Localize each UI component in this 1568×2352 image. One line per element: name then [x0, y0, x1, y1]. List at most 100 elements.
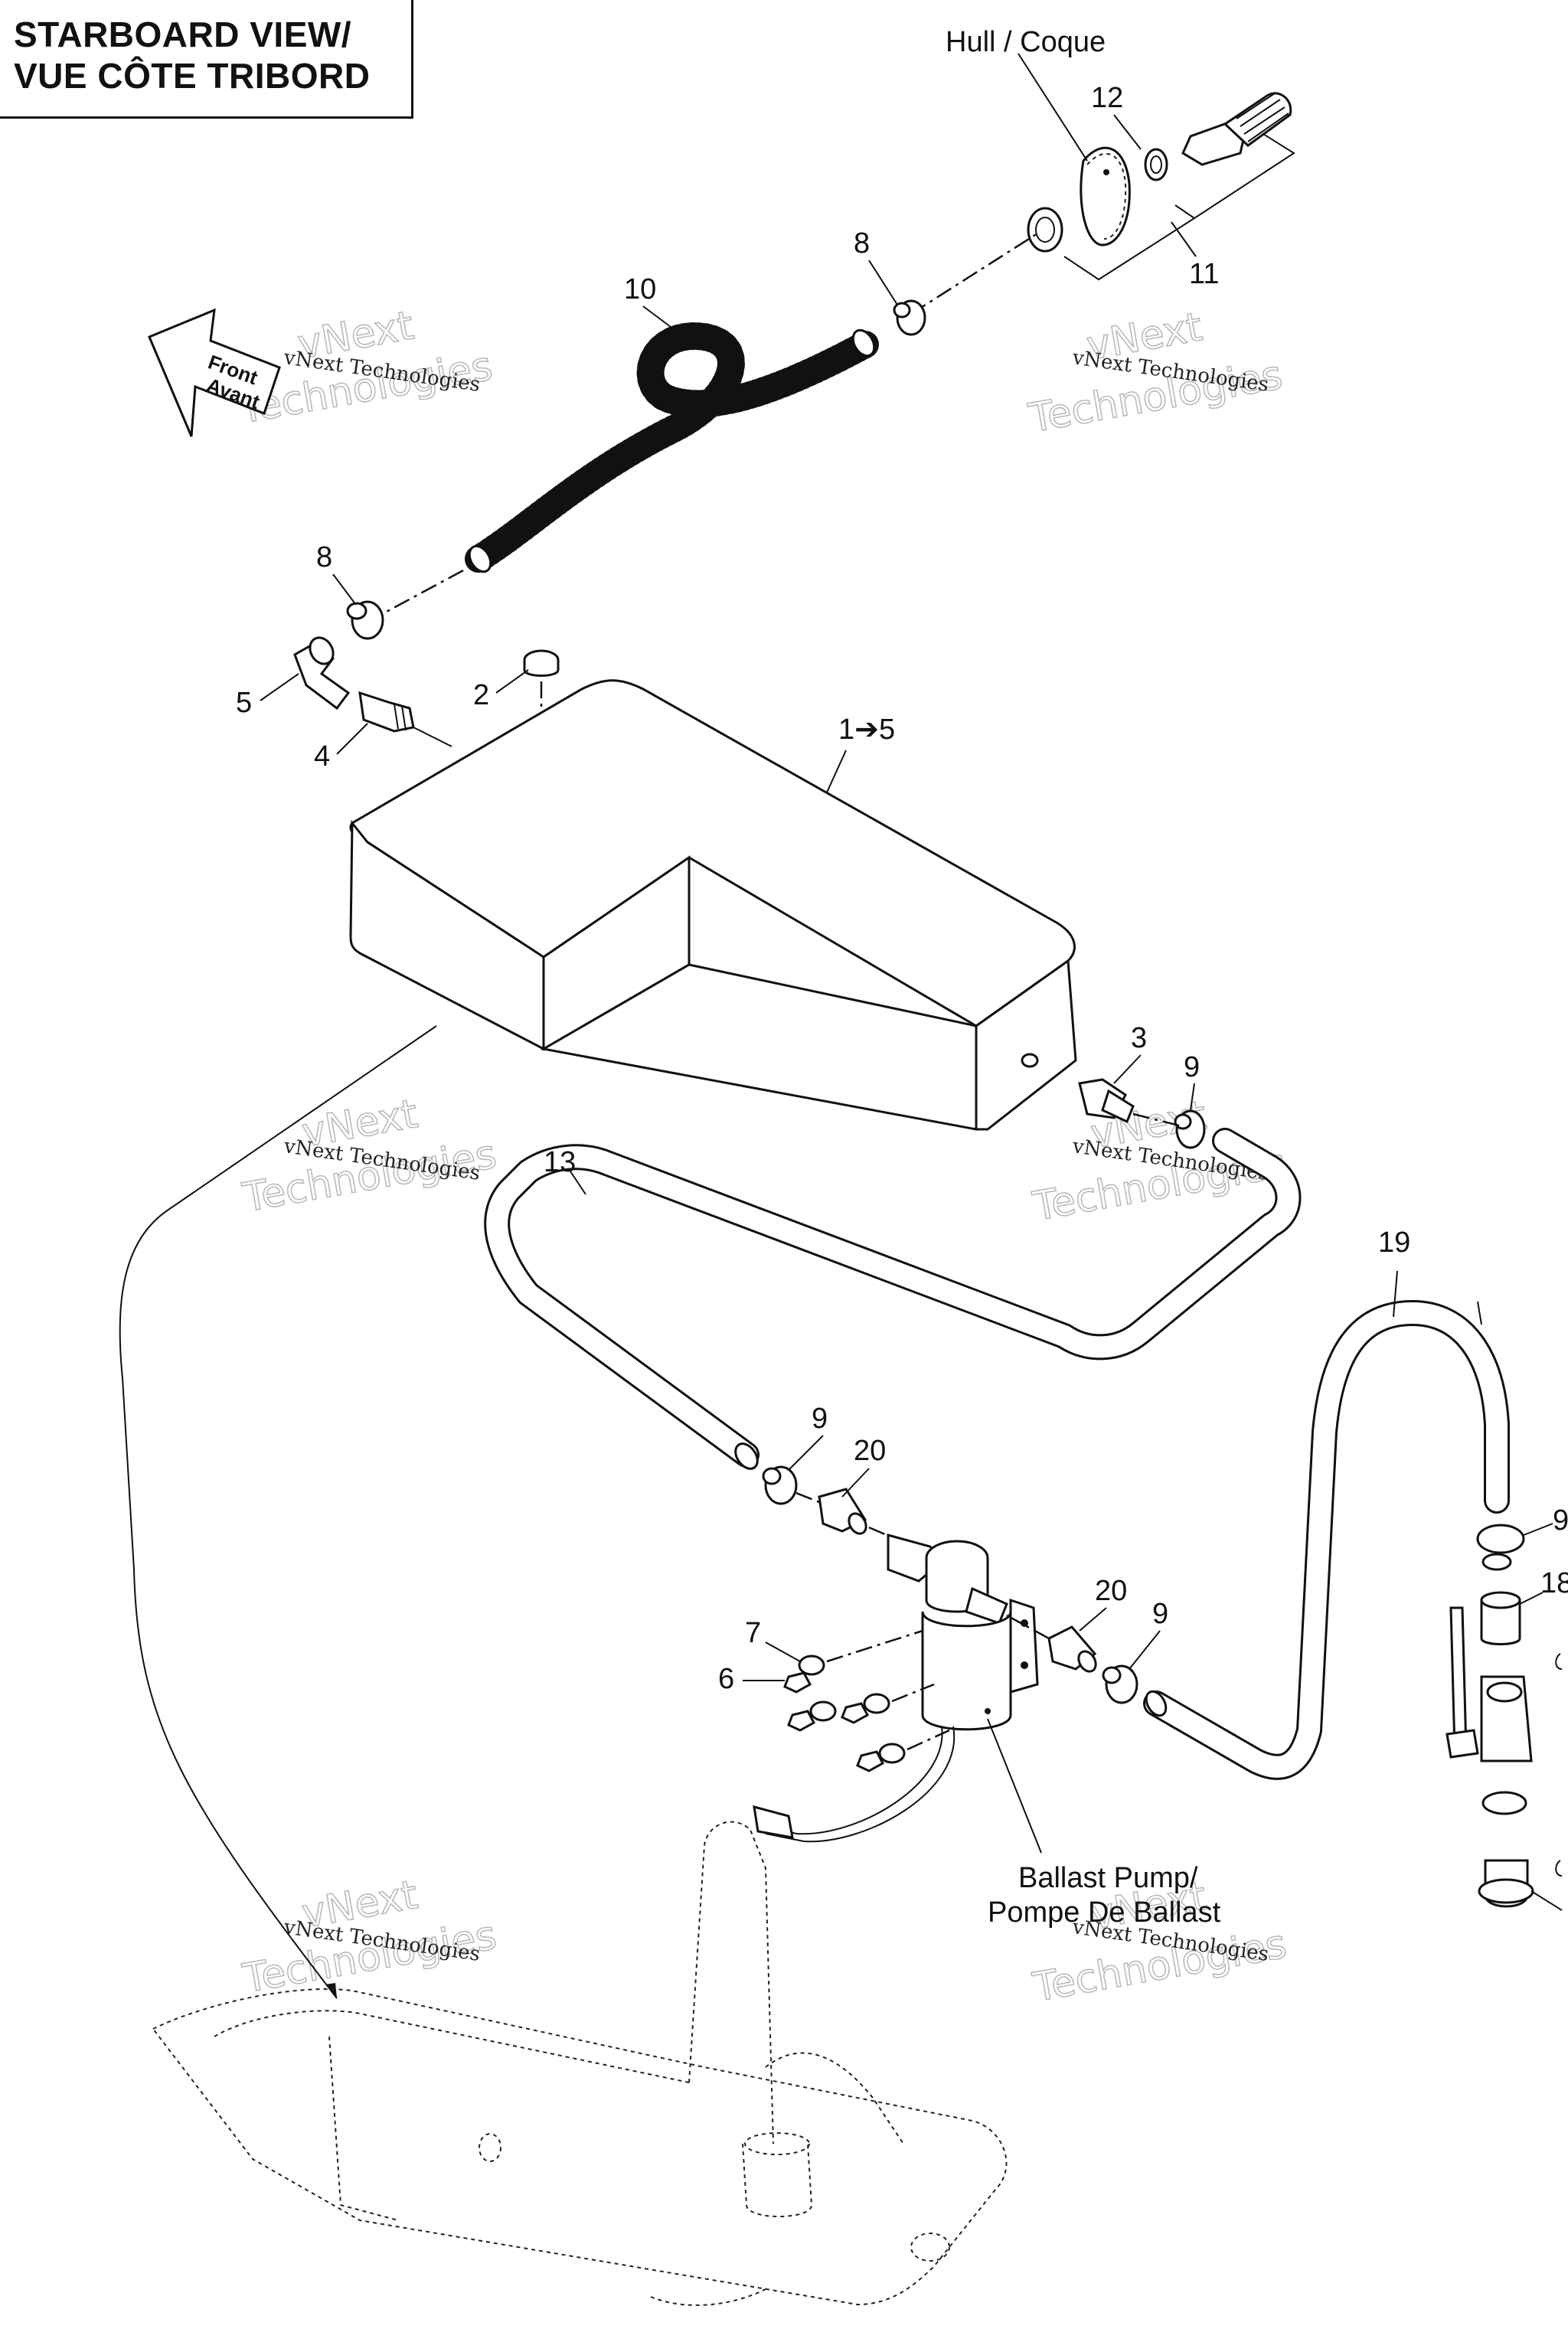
leader-8-lower — [332, 573, 357, 606]
bracket-hole — [1021, 1661, 1028, 1669]
callout-3: 3 — [1131, 1022, 1147, 1054]
hull-nut — [1027, 207, 1063, 253]
washer-7 — [809, 1700, 837, 1722]
hull-outline-hole — [479, 2133, 501, 2162]
leader-8-upper — [868, 260, 898, 305]
callout-7: 7 — [745, 1617, 761, 1649]
cap-2 — [523, 649, 560, 677]
clamp-9-right — [1476, 1524, 1525, 1554]
leader-arrowhead-icon — [325, 1983, 337, 1998]
callout-4: 4 — [314, 740, 330, 773]
nuts-and-washers — [783, 1629, 950, 1772]
fitting-18-top — [1480, 1591, 1521, 1609]
fitting-20-end — [1077, 1650, 1097, 1673]
leader-1-5 — [826, 750, 847, 793]
ballast-pump-label-en: Ballast Pump/ — [1018, 1862, 1198, 1894]
hose-corrugation — [465, 322, 879, 573]
nut-6 — [841, 1702, 870, 1724]
callout-1-5: 1➔5 — [838, 714, 895, 746]
clamp-8-upper — [893, 299, 926, 336]
bracket-hole — [1021, 1619, 1028, 1627]
leader-12 — [1113, 114, 1142, 150]
ballast-pump-label-fr: Pompe De Ballast — [988, 1896, 1221, 1929]
hull-hose-fitting — [1223, 92, 1292, 147]
callout-12: 12 — [1091, 82, 1123, 114]
leader-19 — [1393, 1270, 1398, 1318]
callout-13: 13 — [544, 1146, 576, 1178]
valve-handle — [1449, 1606, 1468, 1751]
leader-2 — [495, 669, 529, 694]
part-edge — [1555, 1860, 1563, 1877]
hull-outline-wire — [650, 2288, 766, 2306]
callout-20-outlet: 20 — [1095, 1575, 1127, 1607]
hose-end-top — [851, 328, 876, 358]
washer-7 — [863, 1693, 890, 1714]
leader-edge — [1530, 1890, 1563, 1911]
hull-outline-console — [688, 1821, 774, 2145]
leader-11 — [1171, 221, 1197, 257]
fitting-3-barb — [1101, 1089, 1135, 1124]
hull-outline-step — [328, 2036, 399, 2221]
leader-10 — [642, 305, 675, 330]
callout-10: 10 — [624, 273, 656, 305]
hose-19-end — [1145, 1690, 1168, 1717]
leader-pump — [987, 1718, 1042, 1854]
bracket-11 — [1063, 133, 1295, 281]
clamp-tab — [893, 302, 911, 318]
front-direction-arrow: Front Avant — [148, 308, 281, 437]
elbow-fitting-5 — [293, 636, 351, 710]
clamp-tab — [346, 602, 368, 620]
hose-19-inner — [1145, 1302, 1508, 1778]
leader-20-inlet — [841, 1468, 870, 1498]
fitting-3 — [1078, 1078, 1135, 1124]
leader-7 — [765, 1642, 801, 1662]
hull-section — [1080, 146, 1131, 247]
elbow-end — [309, 636, 335, 665]
part-edge — [1555, 1653, 1563, 1670]
leader-4b — [413, 727, 452, 747]
hull-outline-seat — [765, 2052, 904, 2145]
fitting-4-threads — [394, 704, 407, 731]
hull-fitting-assembly — [1027, 92, 1295, 281]
nut-6 — [856, 1750, 885, 1772]
callout-19: 19 — [1378, 1227, 1410, 1259]
callout-2: 2 — [473, 679, 489, 711]
hose-19-tick — [1477, 1301, 1482, 1325]
axis-line-hull — [910, 232, 1038, 315]
clamp-tab — [1102, 1666, 1122, 1684]
fitting-20-outlet — [1047, 1625, 1097, 1673]
hull-label: Hull / Coque — [946, 26, 1106, 58]
pump-mark — [985, 1708, 991, 1714]
axis-line-bolt — [826, 1629, 923, 1663]
hull-leader — [1018, 53, 1088, 162]
axis-line-fitting3 — [1132, 1112, 1180, 1127]
ballast-tank — [349, 679, 1077, 1131]
hull-edge-dots — [1086, 152, 1127, 240]
view-title-box: STARBOARD VIEW/ VUE CÔTE TRIBORD — [0, 0, 413, 119]
washer-12-hole — [1150, 155, 1162, 174]
pump-motor-body — [921, 1611, 1012, 1731]
pump-mount-bracket — [1009, 1598, 1039, 1694]
callout-6: 6 — [718, 1663, 734, 1695]
callout-9-outlet: 9 — [1152, 1598, 1168, 1630]
callout-20-inlet: 20 — [854, 1435, 886, 1467]
hose-13 — [484, 1128, 1302, 1470]
leader-4 — [336, 723, 368, 755]
washer-7 — [798, 1655, 825, 1676]
callout-8-upper: 8 — [854, 227, 870, 260]
clamp-tab — [1174, 1113, 1192, 1130]
hose-end-bottom — [468, 544, 492, 573]
nut-6 — [787, 1710, 816, 1732]
leader-9-inlet — [788, 1435, 824, 1471]
leader-9-tank — [1190, 1083, 1195, 1111]
valve-assembly — [1446, 1524, 1563, 1911]
corrugated-hose-10 — [465, 322, 879, 573]
axis-line-bolt — [906, 1729, 950, 1751]
tank-location-leader — [119, 1025, 437, 1999]
clamp-9-pump-outlet — [1102, 1664, 1138, 1704]
view-title-en: STARBOARD VIEW/ — [14, 15, 352, 54]
pump-wire — [765, 1726, 956, 1843]
callout-5: 5 — [236, 687, 252, 719]
hull-outline-pump-top — [744, 2132, 810, 2155]
